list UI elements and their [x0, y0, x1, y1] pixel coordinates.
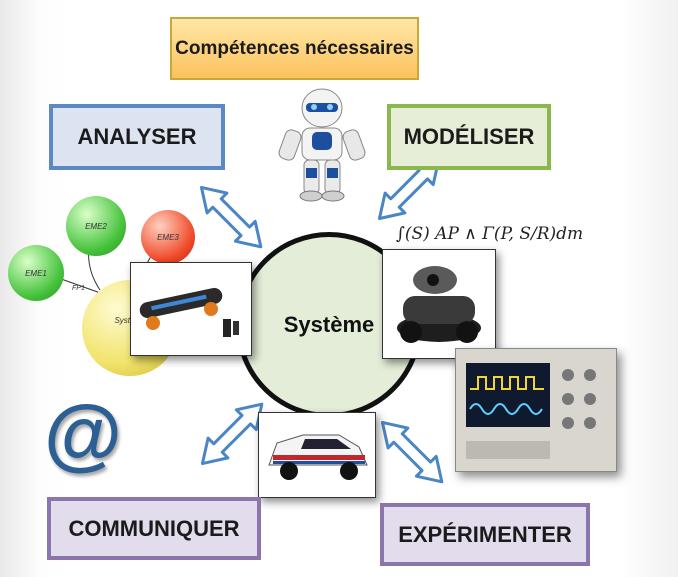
eme3-ball: EME3 — [141, 210, 195, 264]
rally-car-photo — [258, 412, 376, 498]
rover-robot-photo — [382, 249, 496, 359]
rally-car-image — [268, 434, 368, 480]
eme1-ball: EME1 — [8, 245, 64, 301]
communiquer-label: COMMUNIQUER — [68, 515, 240, 541]
analyser-box: ANALYSER — [49, 104, 225, 170]
skateboard-image — [139, 287, 239, 337]
arrow-experimenter — [371, 411, 454, 494]
analyser-label: ANALYSER — [77, 124, 197, 149]
eme2-label: EME2 — [85, 221, 107, 231]
skateboard-photo — [130, 262, 252, 356]
formula-expression: ∫(S) AP ∧ Γ(P, S/R)dm — [396, 224, 584, 244]
competences-title-box: Compétences nécessaires — [170, 17, 419, 80]
modeliser-box: MODÉLISER — [387, 104, 551, 170]
robot-image — [278, 88, 366, 202]
eme3-label: EME3 — [157, 232, 179, 242]
experimenter-label: EXPÉRIMENTER — [398, 521, 572, 547]
oscilloscope-image — [466, 363, 596, 459]
rover-robot-image — [397, 266, 481, 343]
eme2-ball: EME2 — [66, 196, 126, 256]
fp1-label: FP1 — [72, 285, 85, 292]
competences-title: Compétences nécessaires — [175, 37, 414, 59]
experimenter-box: EXPÉRIMENTER — [380, 503, 590, 566]
eme1-label: EME1 — [25, 268, 47, 278]
at-symbol: @ — [44, 389, 123, 478]
formula-text: ∫(S) AP ∧ Γ(P, S/R)dm — [396, 224, 583, 244]
oscilloscope-photo — [455, 348, 617, 472]
modeliser-label: MODÉLISER — [403, 124, 535, 149]
systeme-center-label: Système — [283, 312, 375, 337]
communiquer-box: COMMUNIQUER — [47, 497, 261, 560]
